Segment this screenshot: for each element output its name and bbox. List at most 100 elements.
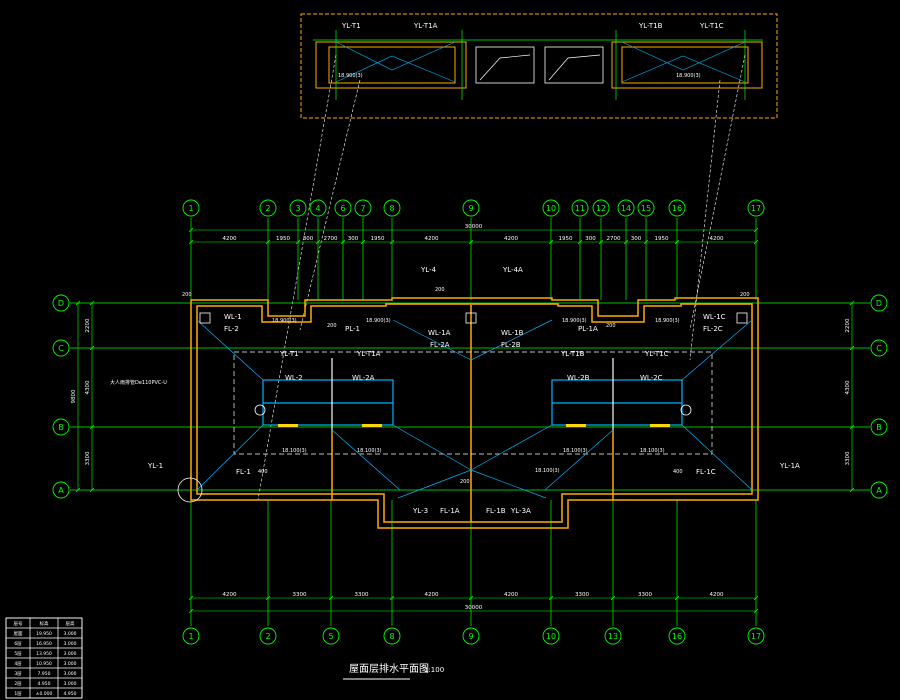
axis-label-bottom: 2: [265, 632, 270, 641]
label-fl-1a: FL-1A: [440, 507, 460, 515]
axis-label-top: 1: [188, 204, 193, 213]
axis-label-right: C: [876, 344, 882, 353]
axis-label-top: 10: [546, 204, 556, 213]
label-wl-1b: WL-1B: [501, 329, 524, 337]
axis-bubble-right: [870, 294, 888, 312]
axis-bubble-bottom: [542, 627, 560, 645]
dim-200-center: 200: [460, 479, 470, 485]
elev-tag-2: 18.900(3): [366, 318, 391, 324]
axis-label-top: 2: [265, 204, 270, 213]
dim-bottom-segment: 4200: [710, 592, 724, 598]
dim-top-segment: 1950: [371, 236, 385, 242]
elev-tag-9: 18.100(3): [535, 468, 560, 474]
parapet-outline: [233, 351, 713, 455]
dim-left-total: 9800: [71, 389, 77, 403]
table-cell: 5层: [14, 651, 22, 657]
axis-label-bottom: 16: [672, 632, 682, 641]
dim-top-segment: 300: [631, 236, 642, 242]
label-wl-2c: WL-2C: [640, 374, 663, 382]
axis-bubble-bottom: [668, 627, 686, 645]
label-yl-t1b: YL-T1B: [560, 350, 585, 358]
dim-right-segment: 2200: [845, 318, 851, 332]
axis-label-top: 11: [575, 204, 585, 213]
equipment-frames: [262, 358, 683, 430]
inset-elev-2: 18.900(3): [676, 73, 701, 79]
axis-label-top: 15: [641, 204, 651, 213]
table-cell: 4.950: [38, 681, 51, 687]
axis-bubble-bottom: [182, 627, 200, 645]
elev-tag-8: 18.100(3): [640, 448, 665, 454]
axis-bubble-top: [668, 199, 686, 217]
label-pl-1: PL-1: [345, 325, 360, 333]
table-cell: 4.950: [64, 691, 77, 697]
dim-left-segment: 3300: [85, 451, 91, 465]
dim-left-segment: 2200: [85, 318, 91, 332]
dim-top-segment: 4200: [425, 236, 439, 242]
drawing-title: 屋面层排水平面图: [349, 662, 429, 675]
axis-bubble-top: [182, 199, 200, 217]
axis-bubble-top: [571, 199, 589, 217]
label-yl-t1c: YL-T1C: [644, 350, 669, 358]
axis-bubble-left: [52, 418, 70, 436]
label-yl-3a: YL-3A: [510, 507, 531, 515]
axis-bubble-top: [334, 199, 352, 217]
table-cell: 19.950: [36, 631, 52, 637]
axis-label-top: 16: [672, 204, 682, 213]
dim-top-segment: 1950: [276, 236, 290, 242]
table-cell: 13.950: [36, 651, 52, 657]
table-cell: 层高: [66, 620, 75, 627]
label-wl-1a: WL-1A: [428, 329, 451, 337]
table-cell: 3.000: [64, 641, 77, 647]
axis-bubble-top: [592, 199, 610, 217]
inset-label-yl-t1c: YL-T1C: [699, 22, 724, 30]
dim-bottom-segment: 3300: [355, 592, 369, 598]
dim-bottom-segment: 3300: [293, 592, 307, 598]
dim-top-segment: 4200: [710, 236, 724, 242]
axis-label-bottom: 9: [468, 632, 473, 641]
elev-tag-7: 18.100(3): [563, 448, 588, 454]
table-cell: 屋面: [14, 631, 23, 637]
label-wl-2a: WL-2A: [352, 374, 375, 382]
inset-leaders: [257, 54, 746, 501]
axis-label-right: D: [876, 299, 882, 308]
table-cell: 10.950: [36, 661, 52, 667]
axis-bubble-right: [870, 418, 888, 436]
axis-bubble-top: [617, 199, 635, 217]
label-yl-3: YL-3: [412, 507, 428, 515]
label-yl-1a: YL-1A: [779, 462, 800, 470]
axis-bubble-left: [52, 481, 70, 499]
axis-label-top: 8: [389, 204, 394, 213]
table-cell: 3.000: [64, 671, 77, 677]
table-cell: 3.000: [64, 651, 77, 657]
label-yl-t1a: YL-T1A: [356, 350, 381, 358]
axis-bubble-top: [462, 199, 480, 217]
label-fl-1b: FL-1B: [486, 507, 506, 515]
dim-200-tr: 200: [740, 292, 750, 298]
axis-label-bottom: 8: [389, 632, 394, 641]
dim-top-segment: 300: [348, 236, 359, 242]
axis-label-left: D: [58, 299, 64, 308]
table-cell: 2层: [14, 681, 22, 687]
table-cell: 16.950: [36, 641, 52, 647]
axis-label-right: A: [876, 486, 882, 495]
building-walls: [190, 297, 759, 529]
axis-label-bottom: 17: [751, 632, 761, 641]
dim-top-segment: 2700: [324, 236, 338, 242]
dim-right-segment: 3300: [845, 451, 851, 465]
dim-bottom-segment: 4200: [425, 592, 439, 598]
dim-top-segment: 1950: [655, 236, 669, 242]
axis-bubble-top: [309, 199, 327, 217]
dim-bottom-segment: 3300: [575, 592, 589, 598]
roof-drains: [177, 312, 748, 503]
label-pl-1a: PL-1A: [578, 325, 598, 333]
table-cell: 3.000: [64, 631, 77, 637]
axis-label-bottom: 5: [328, 632, 333, 641]
axis-bubble-bottom: [259, 627, 277, 645]
elev-tag-5: 18.100(3): [282, 448, 307, 454]
dim-bottom-segment: 3300: [638, 592, 652, 598]
axis-label-bottom: 13: [608, 632, 618, 641]
inset-label-yl-t1a: YL-T1A: [413, 22, 438, 30]
axis-label-left: B: [58, 423, 64, 432]
